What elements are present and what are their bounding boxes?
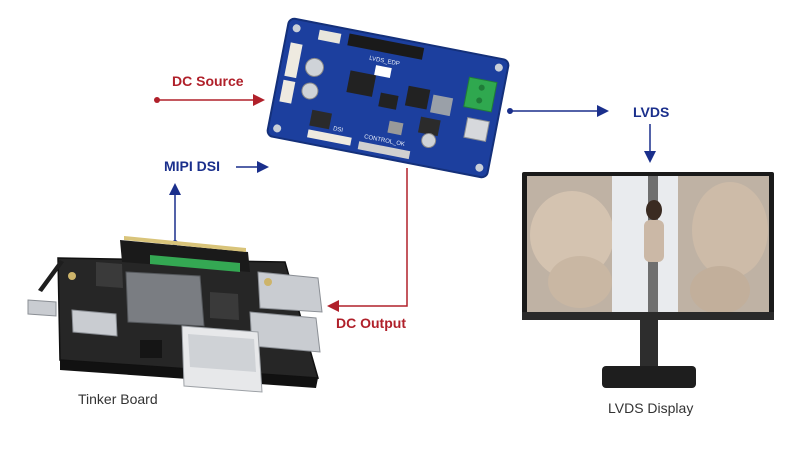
tinker-board-caption: Tinker Board <box>78 391 158 407</box>
dc-output-label: DC Output <box>336 315 406 331</box>
lvds-label: LVDS <box>633 104 670 120</box>
dc-source-arrow <box>154 94 265 106</box>
gpio-header <box>120 236 250 272</box>
dc-output-arrow <box>327 168 408 312</box>
silk-lvds-edp: LVDS_EDP <box>369 56 400 68</box>
lvds-display-caption: LVDS Display <box>608 400 694 416</box>
lvds-arrow <box>507 105 656 163</box>
dc-source-label: DC Source <box>172 73 244 89</box>
silk-dsi: DSI <box>332 126 343 134</box>
mipi-dsi-label: MIPI DSI <box>164 158 221 174</box>
